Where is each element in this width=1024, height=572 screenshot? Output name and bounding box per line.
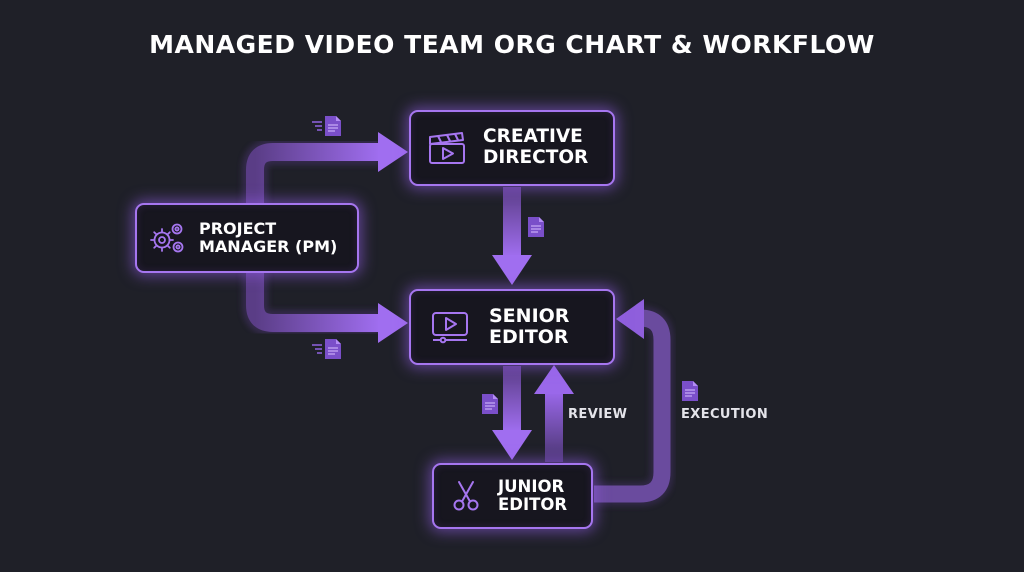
node-junior-editor: JUNIOR EDITOR [432, 463, 593, 529]
document-icon [312, 338, 344, 364]
arrow-review-junior-to-senior [534, 365, 574, 462]
node-creative-director: CREATIVE DIRECTOR [409, 110, 615, 186]
arrow-execution-loop [594, 299, 674, 506]
node-senior-editor: SENIOR EDITOR [409, 289, 615, 365]
arrow-senior-to-junior-editor [492, 366, 532, 460]
clapperboard-icon [411, 131, 483, 165]
node-label-line: JUNIOR [498, 476, 565, 496]
node-label-line: EDITOR [498, 495, 568, 514]
document-icon [681, 380, 699, 406]
arrow-pm-to-senior-editor [242, 272, 408, 343]
edge-label-execution: EXECUTION [681, 407, 769, 422]
video-player-icon [411, 310, 489, 344]
node-project-manager: PROJECT MANAGER (PM) [135, 203, 359, 273]
diagram-title: MANAGED VIDEO TEAM ORG CHART & WORKFLOW [149, 30, 875, 59]
node-label-line: SENIOR [489, 304, 570, 327]
node-label-line: PROJECT [199, 219, 277, 239]
arrow-creative-director-to-senior-editor [492, 187, 532, 285]
node-label-line: EDITOR [489, 326, 569, 348]
edge-label-review: REVIEW [568, 407, 628, 422]
arrow-pm-to-creative-director [242, 132, 408, 205]
document-icon [481, 393, 499, 419]
node-label-line: CREATIVE [483, 126, 583, 148]
node-label-line: DIRECTOR [483, 147, 589, 168]
document-icon [527, 216, 545, 242]
document-icon [312, 115, 344, 141]
scissors-icon [434, 479, 498, 513]
gears-icon [137, 221, 199, 255]
node-label-line: MANAGER (PM) [199, 237, 338, 256]
